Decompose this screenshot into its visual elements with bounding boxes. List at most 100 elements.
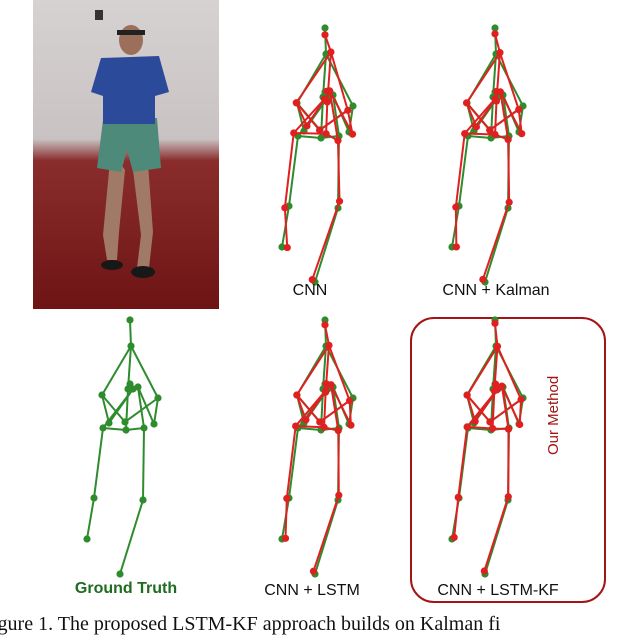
- skeleton-bone: [124, 397, 159, 423]
- skeleton-joint: [486, 126, 494, 134]
- skeleton-joint: [105, 419, 113, 427]
- caption-cnn: CNN: [292, 282, 328, 299]
- skeleton-bone: [295, 344, 330, 396]
- skeleton-joint: [292, 422, 300, 430]
- skeleton-bone: [481, 201, 511, 280]
- skeleton-joint: [316, 418, 324, 426]
- skeleton-joint: [327, 48, 335, 56]
- skeleton-joint: [492, 97, 501, 105]
- skeleton-joint: [116, 570, 124, 578]
- skeleton-bone: [101, 394, 126, 423]
- skeleton-bone: [312, 494, 340, 572]
- skeleton-bone: [285, 425, 297, 499]
- skeleton-joint: [348, 130, 357, 138]
- skeleton-joint: [498, 382, 506, 390]
- skeleton-joint: [334, 427, 342, 435]
- skeleton-joint: [517, 395, 525, 404]
- skeleton-joint: [126, 316, 134, 324]
- skeleton-joint: [346, 397, 354, 405]
- skeleton-joint: [471, 417, 479, 425]
- skeleton-bone: [489, 398, 522, 423]
- skeleton-joint: [126, 380, 134, 388]
- skeleton-bone: [295, 102, 308, 127]
- skeleton-joint: [479, 275, 487, 284]
- skeleton-bone: [465, 52, 501, 104]
- skeleton-joint: [140, 424, 148, 432]
- caption-cnn-lstm-kf: CNN + LSTM-KF: [437, 582, 559, 599]
- skeleton-joint: [496, 49, 504, 57]
- skeleton-bone: [294, 389, 327, 427]
- skeleton-bone: [297, 135, 322, 139]
- skeleton-svg: [448, 316, 527, 578]
- skeleton-bone: [500, 385, 510, 430]
- skeleton-bone: [296, 394, 321, 423]
- caption-cnn-lstm: CNN + LSTM: [264, 582, 360, 599]
- skeleton-bone: [328, 90, 339, 141]
- skeleton-svg: [448, 24, 527, 286]
- skeleton-joint: [452, 203, 460, 211]
- skeleton-bone: [153, 397, 159, 425]
- skeleton-joint: [462, 99, 471, 107]
- skeleton-joint: [518, 130, 526, 138]
- skeleton-joint: [515, 105, 523, 114]
- skeleton-bone: [295, 102, 321, 131]
- skeleton-joint: [493, 342, 502, 350]
- skeleton-joint: [281, 204, 289, 212]
- skeleton-bone: [328, 344, 351, 402]
- skeleton-bone: [454, 133, 466, 208]
- figure-caption: igure 1. The proposed LSTM-KF approach b…: [0, 613, 501, 635]
- skeleton-joint: [139, 496, 147, 504]
- skeleton-joint: [504, 425, 513, 433]
- skeleton-bone: [502, 94, 510, 137]
- skeleton-bone: [466, 345, 499, 396]
- skeleton-joint: [335, 197, 344, 205]
- skeleton-bone: [499, 91, 523, 135]
- skeleton-bone: [467, 427, 492, 431]
- skeleton-joint: [347, 421, 355, 429]
- skeleton-bone: [483, 496, 510, 572]
- skeleton-bone: [457, 426, 469, 498]
- skeleton-bone: [295, 425, 325, 429]
- skeleton-joint: [322, 130, 330, 138]
- skeleton-bone: [467, 135, 492, 139]
- skeleton-bone: [129, 319, 132, 347]
- skeleton-bone: [517, 109, 523, 134]
- skeleton-bone: [328, 90, 354, 135]
- skeleton-bone: [101, 345, 132, 396]
- caption-cnn-kalman: CNN + Kalman: [442, 282, 550, 299]
- skeleton-joint: [127, 342, 135, 350]
- skeleton-bone: [288, 427, 299, 499]
- skeleton-bone: [498, 52, 520, 110]
- skeleton-bone: [332, 386, 340, 429]
- skeleton-bone: [292, 98, 326, 134]
- skeleton-joint: [283, 494, 291, 503]
- skeleton-bone: [284, 498, 288, 539]
- skeleton-panel-cnn-lstm-kf: [395, 302, 595, 592]
- skeleton-joint: [320, 423, 328, 431]
- skeleton-bone: [332, 94, 340, 137]
- skeleton-joint: [491, 24, 499, 32]
- skeleton-bone: [489, 108, 520, 131]
- skeleton-bone: [314, 207, 339, 283]
- skeleton-joint: [302, 416, 310, 424]
- skeleton-joint: [321, 24, 329, 32]
- skeleton-joint: [98, 391, 106, 399]
- skeleton-joint: [334, 137, 342, 145]
- skeleton-joint: [293, 391, 301, 399]
- skeleton-panel-cnn: [225, 10, 425, 300]
- skeleton-joint: [504, 136, 512, 144]
- skeleton-joint: [472, 123, 480, 131]
- skeleton-joint: [290, 129, 298, 137]
- skeleton-bone: [319, 399, 351, 423]
- our-method-highlight-box: [410, 317, 606, 603]
- skeleton-bone: [465, 102, 491, 131]
- skeleton-bone: [323, 392, 327, 428]
- skeleton-joint: [505, 198, 513, 206]
- skeleton-bone: [499, 91, 510, 140]
- skeleton-bone: [501, 385, 521, 425]
- skeleton-bone: [137, 386, 145, 429]
- skeleton-bone: [494, 323, 499, 347]
- skeleton-joint: [491, 380, 500, 388]
- skeleton-joint: [454, 493, 462, 501]
- skeleton-joint: [486, 418, 494, 426]
